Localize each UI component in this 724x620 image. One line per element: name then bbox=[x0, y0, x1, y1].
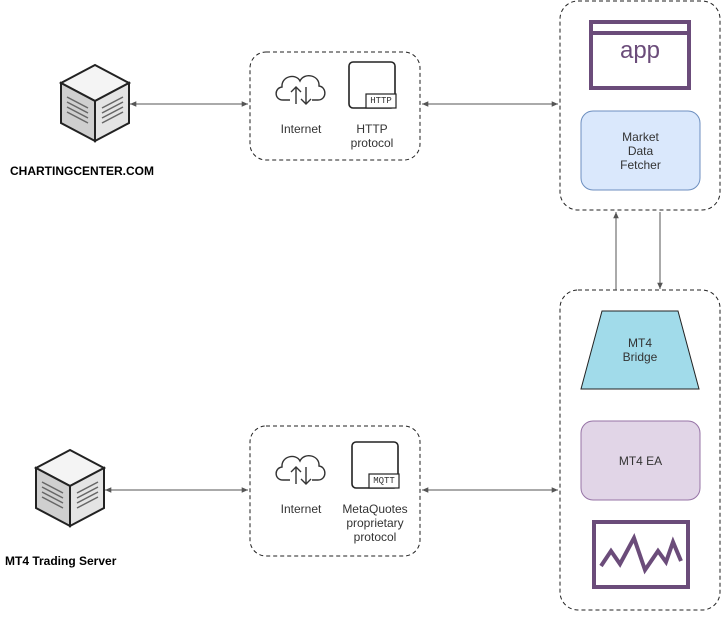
market-data-fetcher-label: Market Data Fetcher bbox=[620, 129, 661, 172]
top-protocol-group bbox=[249, 51, 421, 161]
bottom-internet-label: Internet bbox=[280, 502, 322, 516]
bottom-cloud-icon bbox=[275, 455, 326, 485]
http-badge-box bbox=[365, 93, 397, 109]
chartingcenter-server-icon bbox=[60, 64, 130, 142]
mt4-ea-label: MT4 EA bbox=[618, 453, 663, 468]
mt4-bridge-label: MT4 Bridge bbox=[622, 336, 658, 364]
metaquotes-protocol-label: MetaQuotes proprietary protocol bbox=[342, 502, 408, 544]
mt4-bridge-shape bbox=[580, 310, 700, 390]
http-protocol-label: HTTP protocol bbox=[350, 122, 394, 150]
mt4-ea-box bbox=[580, 420, 701, 501]
mt4-server-label: MT4 Trading Server bbox=[5, 554, 117, 568]
app-icon-text: app bbox=[619, 37, 661, 64]
mqtt-badge-box bbox=[368, 473, 400, 489]
http-badge: HTTP bbox=[370, 96, 392, 106]
chart-line-icon bbox=[599, 533, 683, 575]
mqtt-badge: MQTT bbox=[373, 476, 395, 486]
mt4-group bbox=[559, 289, 721, 611]
bottom-protocol-group bbox=[249, 425, 421, 557]
app-group bbox=[559, 0, 721, 211]
mt4-server-icon bbox=[35, 449, 105, 527]
top-cloud-icon bbox=[275, 75, 326, 105]
market-data-fetcher-box bbox=[580, 110, 701, 191]
top-internet-label: Internet bbox=[280, 122, 322, 136]
chartingcenter-label: CHARTINGCENTER.COM bbox=[10, 164, 154, 178]
